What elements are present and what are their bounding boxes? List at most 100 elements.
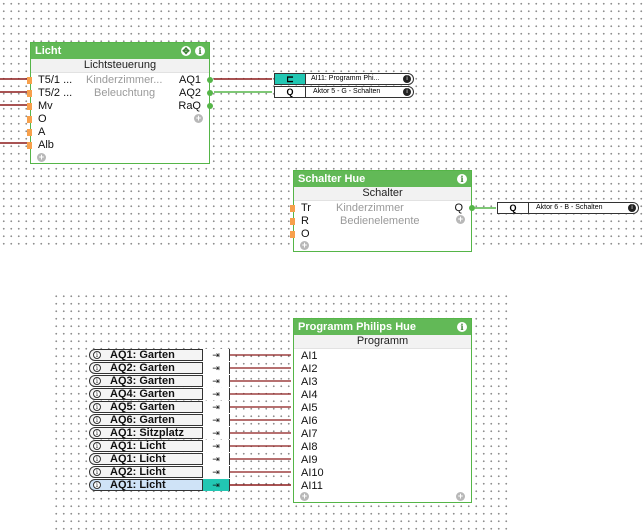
info-icon[interactable]: i xyxy=(93,364,101,372)
source-reference-selected[interactable]: i AQ1: Licht ⇥ xyxy=(89,479,230,491)
add-input-icon[interactable]: + xyxy=(37,152,46,162)
reference-aktor5[interactable]: Q Aktor 5 - G - Schalten i xyxy=(274,86,414,98)
hue-input-tr[interactable]: Tr xyxy=(301,202,311,214)
source-reference[interactable]: i AQ5: Garten ⇥ xyxy=(89,401,230,413)
input-pin[interactable] xyxy=(27,129,32,136)
input-pin[interactable] xyxy=(27,116,32,123)
input-pin[interactable] xyxy=(27,142,32,149)
add-output-icon[interactable]: + xyxy=(194,113,203,123)
info-icon[interactable]: i xyxy=(403,88,411,96)
licht-output-aq2[interactable]: AQ2 xyxy=(178,87,201,99)
input-pin[interactable] xyxy=(290,205,295,212)
programm-philips-hue-block[interactable]: Programm Philips Hue i Programm AI1 AI2 … xyxy=(293,318,472,503)
output-pin[interactable] xyxy=(207,103,213,109)
source-reference[interactable]: i AQ1: Licht ⇥ xyxy=(89,453,230,465)
reference-kind: Q xyxy=(498,203,529,213)
source-reference[interactable]: i AQ3: Garten ⇥ xyxy=(89,375,230,387)
add-input-icon[interactable]: + xyxy=(300,491,309,501)
input-pin[interactable] xyxy=(290,218,295,225)
reference-programm-label: AI11: Programm Phi... xyxy=(311,75,380,82)
programm-input-ai4[interactable]: AI4 xyxy=(301,389,318,401)
hue-input-r[interactable]: R xyxy=(301,215,309,227)
programm-input-ai7[interactable]: AI7 xyxy=(301,428,318,440)
link-out-icon[interactable]: ⇥ xyxy=(202,479,229,491)
reference-aktor6[interactable]: Q Aktor 6 - B - Schalten i xyxy=(497,202,639,214)
input-pin[interactable] xyxy=(27,103,32,110)
info-icon[interactable]: i xyxy=(403,75,411,83)
source-reference[interactable]: i AQ2: Licht ⇥ xyxy=(89,466,230,478)
info-icon[interactable]: i xyxy=(457,322,467,332)
schalter-hue-subtitle: Schalter xyxy=(294,187,471,201)
output-pin[interactable] xyxy=(207,90,213,96)
programm-input-ai11[interactable]: AI11 xyxy=(301,480,323,492)
programm-input-ai8[interactable]: AI8 xyxy=(301,441,318,453)
source-reference[interactable]: i AQ1: Garten ⇥ xyxy=(89,349,230,361)
licht-input-3[interactable]: Mv xyxy=(38,100,53,112)
link-out-icon[interactable]: ⇥ xyxy=(202,388,229,400)
output-pin[interactable] xyxy=(469,205,475,211)
licht-input-2[interactable]: T5/2 ... xyxy=(38,87,73,99)
licht-input-4[interactable]: O xyxy=(38,113,47,125)
add-output-icon[interactable]: + xyxy=(456,491,465,501)
source-reference[interactable]: i AQ6: Garten ⇥ xyxy=(89,414,230,426)
info-icon[interactable]: i xyxy=(93,429,101,437)
programm-input-ai6[interactable]: AI6 xyxy=(301,415,318,427)
input-pin[interactable] xyxy=(27,77,32,84)
hue-output-q[interactable]: Q xyxy=(454,202,463,214)
info-icon[interactable]: i xyxy=(93,468,101,476)
add-input-icon[interactable]: + xyxy=(300,240,309,250)
link-out-icon[interactable]: ⇥ xyxy=(202,362,229,374)
link-out-icon[interactable]: ⇥ xyxy=(202,440,229,452)
link-out-icon[interactable]: ⇥ xyxy=(202,414,229,426)
link-out-icon[interactable]: ⇥ xyxy=(202,466,229,478)
hue-input-o[interactable]: O xyxy=(301,228,310,240)
licht-input-6[interactable]: Alb xyxy=(38,139,54,151)
licht-input-5[interactable]: A xyxy=(38,126,46,138)
info-icon[interactable]: i xyxy=(457,174,467,184)
input-pin[interactable] xyxy=(27,90,32,97)
info-icon[interactable]: i xyxy=(93,351,101,359)
add-output-icon[interactable]: + xyxy=(456,214,465,224)
programm-input-ai9[interactable]: AI9 xyxy=(301,454,318,466)
licht-input-1[interactable]: T5/1 ... xyxy=(38,74,73,86)
info-icon[interactable]: i xyxy=(93,455,101,463)
schalter-hue-block[interactable]: Schalter Hue i Schalter Tr R O + Kinderz… xyxy=(290,170,475,252)
link-out-icon[interactable]: ⇥ xyxy=(202,401,229,413)
licht-block[interactable]: Licht ✥ i Lichtsteuerung T5/1 ... T5/2 .… xyxy=(27,42,213,164)
source-reference[interactable]: i AQ4: Garten ⇥ xyxy=(89,388,230,400)
info-icon[interactable]: i xyxy=(93,390,101,398)
licht-output-aq1[interactable]: AQ1 xyxy=(178,74,201,86)
programm-input-ai2[interactable]: AI2 xyxy=(301,363,318,375)
programm-input-ai5[interactable]: AI5 xyxy=(301,402,318,414)
canvas-gap-left xyxy=(0,295,52,532)
reference-aktor5-label: Aktor 5 - G - Schalten xyxy=(313,88,381,95)
info-icon[interactable]: i xyxy=(93,442,101,450)
schalter-hue-header[interactable]: Schalter Hue i xyxy=(294,171,471,187)
input-pin[interactable] xyxy=(290,231,295,238)
link-in-icon[interactable]: ⊏ xyxy=(275,74,306,84)
link-out-icon[interactable]: ⇥ xyxy=(202,453,229,465)
licht-output-raq[interactable]: RaQ xyxy=(178,100,201,112)
link-out-icon[interactable]: ⇥ xyxy=(202,349,229,361)
info-icon[interactable]: i xyxy=(93,377,101,385)
source-reference[interactable]: i AQ1: Licht ⇥ xyxy=(89,440,230,452)
info-icon[interactable]: i xyxy=(628,204,636,212)
programm-input-ai1[interactable]: AI1 xyxy=(301,350,318,362)
licht-block-header[interactable]: Licht ✥ i xyxy=(31,43,209,59)
reference-programm-input[interactable]: ⊏ AI11: Programm Phi... i xyxy=(274,73,414,85)
programm-input-ai10[interactable]: AI10 xyxy=(301,467,324,479)
info-icon[interactable]: i xyxy=(195,46,205,56)
programm-input-ai3[interactable]: AI3 xyxy=(301,376,318,388)
programm-header[interactable]: Programm Philips Hue i xyxy=(294,319,471,335)
move-icon[interactable]: ✥ xyxy=(181,46,191,56)
link-out-icon[interactable]: ⇥ xyxy=(202,375,229,387)
info-icon[interactable]: i xyxy=(93,403,101,411)
source-label: AQ2: Garten xyxy=(110,362,175,374)
link-out-icon[interactable]: ⇥ xyxy=(202,427,229,439)
source-reference[interactable]: i AQ1: Sitzplatz ⇥ xyxy=(89,427,230,439)
source-reference[interactable]: i AQ2: Garten ⇥ xyxy=(89,362,230,374)
info-icon[interactable]: i xyxy=(93,481,101,489)
info-icon[interactable]: i xyxy=(93,416,101,424)
source-label: AQ5: Garten xyxy=(110,401,175,413)
output-pin[interactable] xyxy=(207,77,213,83)
